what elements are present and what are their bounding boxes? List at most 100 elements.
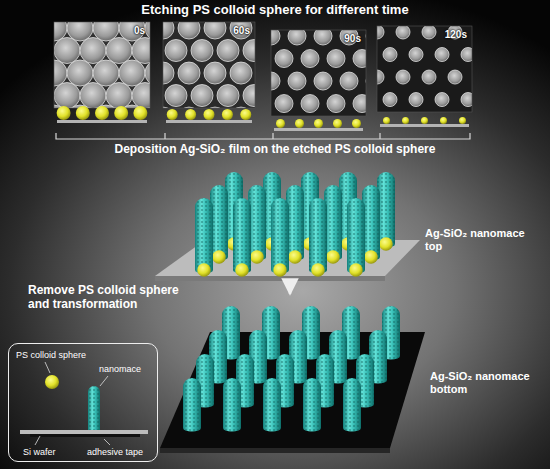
part-label: PS colloid sphere bbox=[16, 350, 86, 361]
adhesive-tape bbox=[30, 434, 140, 437]
colloid-sphere bbox=[333, 119, 342, 128]
colloid-sphere bbox=[349, 263, 363, 277]
ps-sphere bbox=[271, 72, 280, 90]
nanomace bbox=[88, 386, 100, 432]
ps-sphere bbox=[327, 95, 345, 113]
nanomace bbox=[233, 198, 251, 274]
image-frame bbox=[54, 22, 150, 108]
time-label: 120s bbox=[445, 29, 467, 41]
ps-sphere bbox=[163, 62, 174, 84]
ps-sphere bbox=[377, 26, 384, 39]
ps-sphere bbox=[132, 83, 150, 108]
step-label: Deposition Ag-SiO₂ film on the etched PS… bbox=[60, 142, 490, 156]
colloid-sphere bbox=[212, 250, 226, 264]
colloid-sphere bbox=[276, 119, 285, 128]
nanomace bbox=[309, 198, 327, 274]
nanomace bbox=[303, 378, 321, 432]
ps-sphere bbox=[119, 60, 145, 86]
ps-sphere bbox=[93, 60, 119, 86]
part-label: nanomace bbox=[99, 364, 141, 375]
colloid-sphere bbox=[459, 117, 466, 124]
image-frame bbox=[377, 26, 472, 112]
colloid-sphere bbox=[402, 117, 409, 124]
colloid-sphere bbox=[295, 119, 304, 128]
ps-sphere bbox=[275, 95, 293, 113]
ps-sphere bbox=[275, 50, 293, 68]
ps-sphere bbox=[288, 72, 306, 90]
nanomace-texture bbox=[223, 378, 241, 432]
leader-line bbox=[35, 362, 110, 445]
bracket bbox=[56, 133, 470, 139]
part-label: Si wafer bbox=[23, 447, 56, 458]
ps-sphere bbox=[106, 83, 132, 108]
ps-sphere bbox=[383, 48, 397, 62]
substrate bbox=[166, 120, 252, 123]
ps-sphere bbox=[396, 70, 410, 84]
time-label: 60s bbox=[233, 25, 250, 37]
nanomace-texture bbox=[183, 378, 201, 432]
nanomace-texture bbox=[88, 386, 100, 432]
ps-sphere bbox=[327, 50, 345, 68]
ps-sphere bbox=[448, 70, 462, 84]
nanomace-texture bbox=[233, 198, 251, 274]
colloid-sphere bbox=[114, 106, 128, 120]
nanomace-texture bbox=[271, 198, 289, 274]
colloid-sphere bbox=[222, 109, 233, 120]
sem-image bbox=[271, 30, 366, 116]
colloid-sphere bbox=[364, 250, 378, 264]
nanomace-array-top bbox=[195, 172, 395, 277]
nanomace bbox=[195, 198, 213, 274]
nanomace-texture bbox=[347, 198, 365, 274]
ps-sphere bbox=[204, 22, 226, 39]
ps-sphere bbox=[178, 62, 200, 84]
colloid-sphere bbox=[76, 106, 90, 120]
substrate bbox=[274, 128, 363, 131]
colloid-sphere bbox=[57, 106, 71, 120]
ps-sphere bbox=[377, 70, 384, 84]
ps-sphere bbox=[409, 93, 423, 107]
sem-panel: 60s bbox=[163, 22, 255, 108]
ps-sphere bbox=[435, 48, 449, 62]
sem-background bbox=[377, 26, 472, 112]
sem-image bbox=[54, 22, 150, 108]
ps-sphere bbox=[288, 30, 306, 45]
colloid-sphere bbox=[235, 263, 249, 277]
colloid-sphere bbox=[167, 109, 178, 120]
nanomace-texture bbox=[195, 198, 213, 274]
sem-images bbox=[15, 0, 501, 135]
nanomace bbox=[343, 378, 361, 432]
ps-sphere bbox=[301, 50, 319, 68]
nanomace-texture bbox=[309, 198, 327, 274]
colloid-sphere bbox=[133, 106, 147, 120]
ps-sphere bbox=[409, 48, 423, 62]
colloid-sphere bbox=[250, 250, 264, 264]
ps-sphere bbox=[165, 85, 187, 107]
ps-sphere bbox=[106, 38, 132, 64]
ps-sphere bbox=[230, 62, 252, 84]
figure-title: Etching PS colloid sphere for different … bbox=[0, 2, 550, 18]
ps-sphere bbox=[67, 60, 93, 86]
sem-image bbox=[377, 26, 472, 112]
ps-sphere bbox=[178, 22, 200, 39]
sem-panel: 120s bbox=[377, 26, 472, 112]
colloid-sphere bbox=[383, 117, 390, 124]
colloid-sphere bbox=[273, 263, 287, 277]
ps-sphere bbox=[422, 70, 436, 84]
sem-panel: 90s bbox=[271, 30, 366, 116]
ps-sphere bbox=[243, 40, 255, 62]
colloid-sphere bbox=[204, 109, 215, 120]
ps-sphere bbox=[422, 26, 436, 39]
time-label: 0s bbox=[134, 25, 145, 37]
ps-sphere bbox=[461, 93, 472, 107]
substrate-edge bbox=[160, 448, 390, 453]
ps-sphere bbox=[383, 93, 397, 107]
nanomace-symbol bbox=[88, 386, 100, 432]
colloid-sphere bbox=[379, 237, 393, 251]
ps-sphere bbox=[461, 48, 472, 62]
ps-sphere bbox=[54, 83, 80, 108]
colloid-sphere bbox=[352, 119, 361, 128]
ps-sphere bbox=[301, 95, 319, 113]
ps-sphere bbox=[271, 30, 280, 45]
ps-sphere bbox=[204, 62, 226, 84]
